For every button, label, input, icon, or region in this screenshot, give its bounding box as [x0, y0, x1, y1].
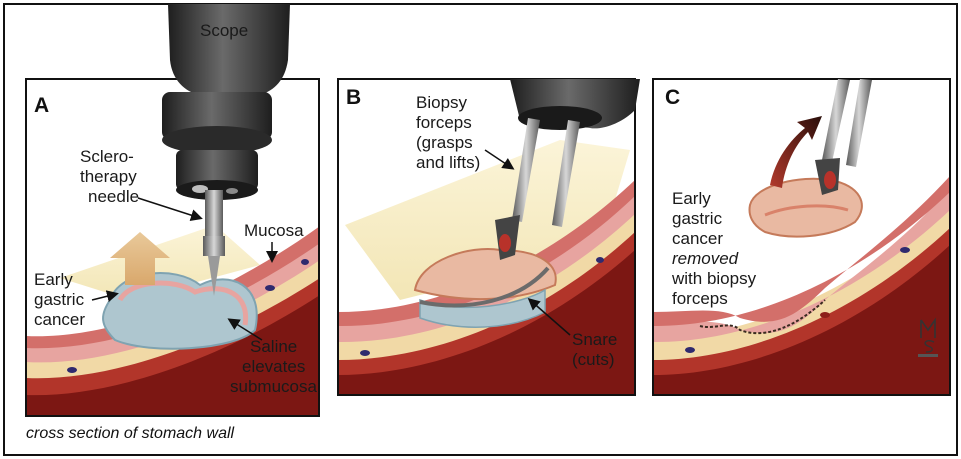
saline-label-1: Saline	[250, 337, 297, 356]
panel-b: B Biopsy forceps (grasps and lifts) Snar…	[338, 79, 640, 400]
saline-label-3: submucosa	[230, 377, 317, 396]
saline-label-2: elevates	[242, 357, 305, 376]
lift-arrow	[770, 116, 822, 188]
biopsy-label-4: and lifts)	[416, 153, 480, 172]
early-cancer-label-1: Early	[34, 270, 73, 289]
early-cancer-label-3: cancer	[34, 310, 85, 329]
sclerotherapy-label-1: Sclero-	[80, 147, 134, 166]
removed-label-3: cancer	[672, 229, 723, 248]
removed-label-5: with biopsy	[671, 269, 757, 288]
sclerotherapy-label-2: therapy	[80, 167, 137, 186]
panel-letter-c: C	[665, 86, 680, 109]
snare-label-2: (cuts)	[572, 350, 615, 369]
removed-lesion	[750, 179, 862, 237]
biopsy-label-2: forceps	[416, 113, 472, 132]
panel-a: Scope A Sclero- therapy needle Mucosa Ea…	[26, 4, 320, 442]
snare-label-1: Snare	[572, 330, 617, 349]
panel-letter-b: B	[346, 86, 361, 109]
sclerotherapy-label-3: needle	[88, 187, 139, 206]
removed-label-1: Early	[672, 189, 711, 208]
biopsy-label-3: (grasps	[416, 133, 473, 152]
removed-label-2: gastric	[672, 209, 723, 228]
needle-pointer	[138, 198, 200, 218]
panel-letter-a: A	[34, 94, 49, 117]
early-cancer-label-2: gastric	[34, 290, 85, 309]
figure-caption: cross section of stomach wall	[26, 425, 235, 442]
biopsy-forceps-c	[815, 79, 872, 195]
scope-label: Scope	[200, 21, 248, 40]
removed-label-6: forceps	[672, 289, 728, 308]
panel-c: C Early gastric cancer removed with biop…	[653, 79, 950, 400]
mucosa-label: Mucosa	[244, 221, 304, 240]
biopsy-label-1: Biopsy	[416, 93, 468, 112]
removed-label-4: removed	[672, 249, 739, 268]
